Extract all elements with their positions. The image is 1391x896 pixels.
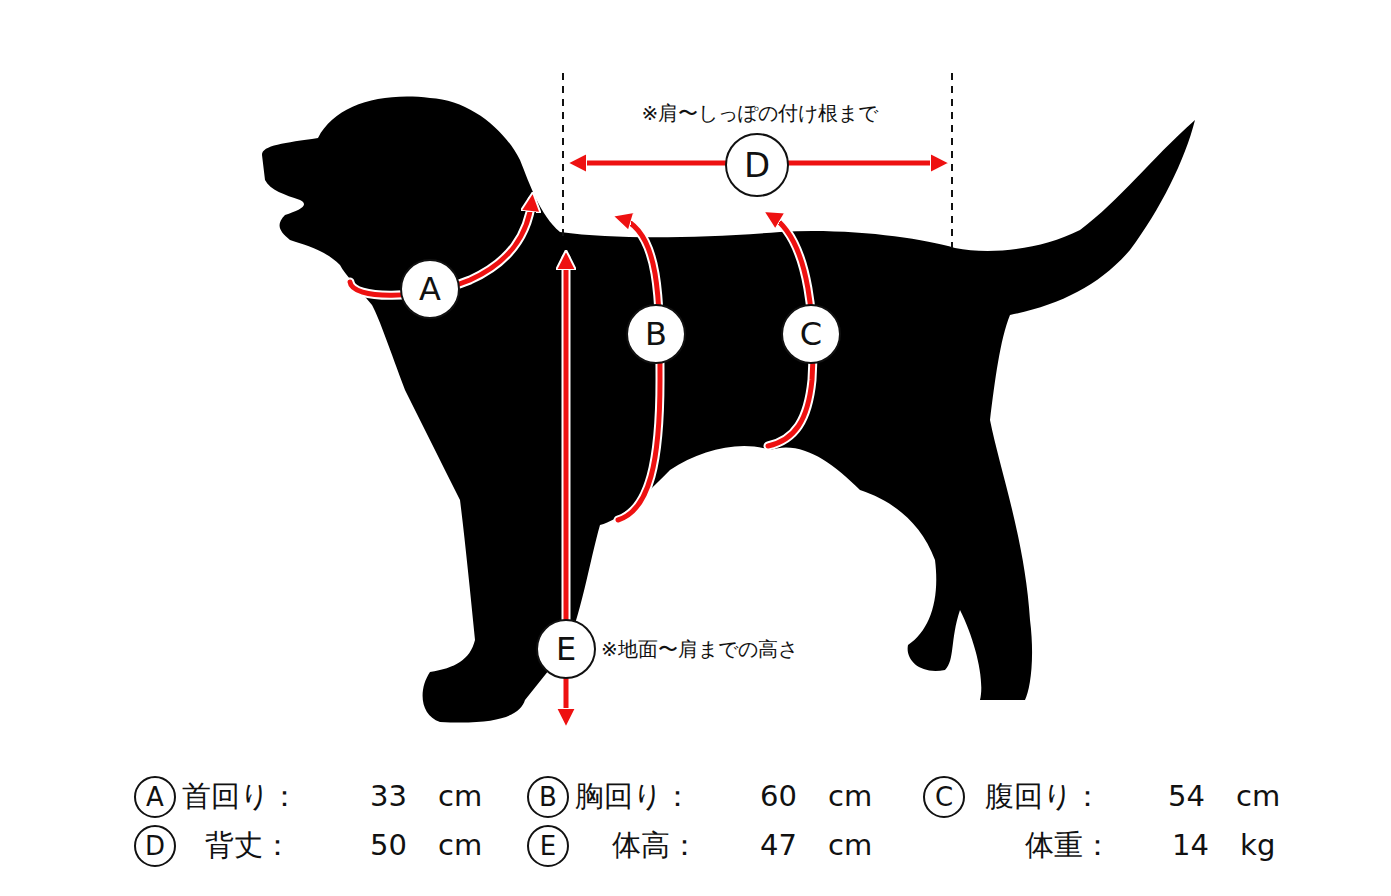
callout-circle: D — [134, 825, 176, 867]
note-text: ※肩〜しっぽの付け根まで — [642, 102, 879, 125]
callout-letter: D — [145, 833, 165, 859]
measure-name: 体高： — [612, 829, 699, 862]
callout-circle: A — [400, 259, 460, 319]
callout-letter: B — [645, 318, 667, 350]
callout-circle: B — [527, 776, 569, 818]
measure-value: 33 cm — [370, 780, 482, 813]
callout-letter: A — [419, 273, 441, 305]
measure-name: 首回り： — [182, 780, 299, 813]
measure-name: 体重： — [1025, 829, 1112, 862]
measure-name: 胸回り： — [575, 780, 692, 813]
callout-circle: A — [134, 776, 176, 818]
dashed-guide — [951, 73, 953, 248]
note-text: ※地面〜肩までの高さ — [601, 638, 798, 661]
callout-circle: B — [626, 304, 686, 364]
callout-letter: E — [540, 833, 556, 859]
callout-circle: D — [725, 133, 789, 197]
callout-letter: C — [935, 784, 953, 810]
measure-value: 14 kg — [1172, 829, 1275, 862]
callout-letter: C — [800, 318, 822, 350]
callout-letter: D — [744, 148, 770, 182]
callout-circle: C — [781, 304, 841, 364]
measure-value: 50 cm — [370, 829, 482, 862]
callout-letter: E — [556, 633, 576, 665]
measure-value: 47 cm — [760, 829, 872, 862]
dashed-guide — [562, 73, 564, 240]
callout-circle: C — [923, 776, 965, 818]
measure-value: 54 cm — [1168, 780, 1280, 813]
callout-circle: E — [536, 619, 596, 679]
chest-arrow — [618, 218, 660, 520]
callout-circle: E — [527, 825, 569, 867]
measure-name: 腹回り： — [985, 780, 1102, 813]
measure-value: 60 cm — [760, 780, 872, 813]
callout-letter: A — [146, 784, 164, 810]
dog-silhouette — [262, 97, 1195, 723]
measure-name: 背丈： — [205, 829, 292, 862]
callout-letter: B — [539, 784, 557, 810]
